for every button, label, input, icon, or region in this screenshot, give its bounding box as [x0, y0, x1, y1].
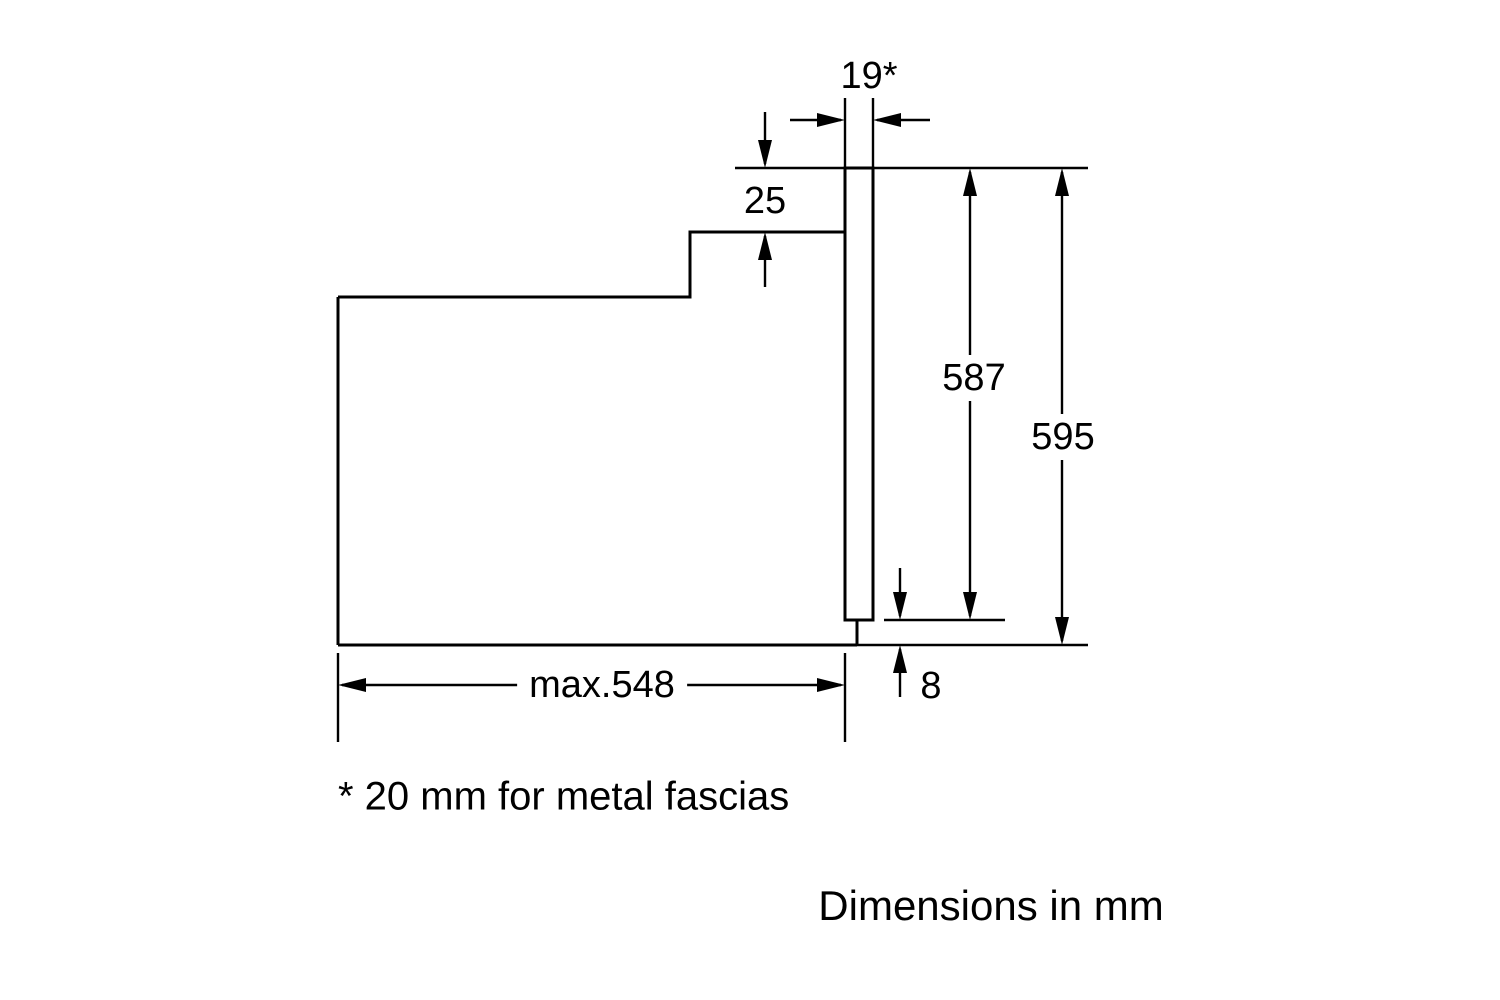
fascia-rect	[843, 166, 875, 622]
arrowhead-down	[758, 140, 772, 168]
units-caption: Dimensions in mm	[818, 882, 1164, 929]
arrowhead-down	[893, 592, 907, 620]
fascia-panel	[843, 166, 875, 622]
arrowhead-up	[963, 168, 977, 196]
dim-fascia-height-lines	[857, 172, 1088, 647]
body-top-step-line	[338, 230, 845, 299]
dim-label-fascia-thickness: 19*	[840, 55, 898, 97]
dim-label-max-depth: max.548	[517, 662, 687, 708]
dim-label-top-step: 25	[743, 180, 787, 222]
arrowhead-up	[758, 232, 772, 260]
dimension-lines	[336, 98, 1088, 742]
arrowheads	[338, 113, 1069, 692]
footnote-metal-fascias: * 20 mm for metal fascias	[338, 774, 790, 819]
oven-body-outline	[336, 230, 859, 647]
arrowhead-left	[338, 678, 366, 692]
dim-fascia-thickness-lines	[790, 98, 930, 168]
arrowhead-right	[817, 113, 845, 127]
arrowhead-left	[873, 113, 901, 127]
arrowhead-up	[893, 645, 907, 673]
dim-label-cutout-height: 587	[930, 355, 1018, 401]
dim-label-fascia-height: 595	[1019, 414, 1107, 460]
arrowhead-up	[1055, 168, 1069, 196]
dim-label-bottom-gap: 8	[920, 665, 942, 707]
arrowhead-down	[963, 592, 977, 620]
arrowhead-right	[817, 678, 845, 692]
arrowhead-down	[1055, 617, 1069, 645]
